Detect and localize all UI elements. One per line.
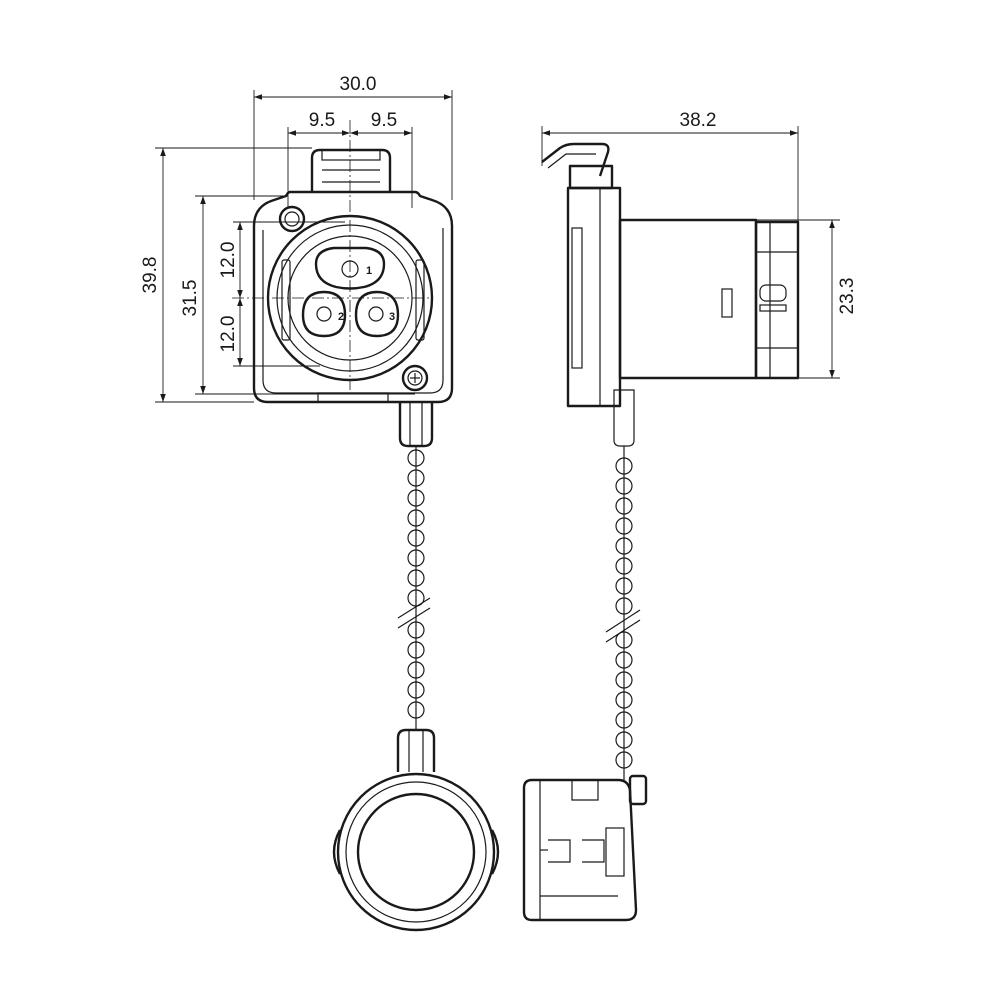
- side-view: [541, 142, 800, 408]
- dim-pin-offset-right: 9.5: [371, 110, 397, 131]
- dim-pin-spacing-upper: 12.0: [218, 242, 239, 279]
- side-dust-cap: [522, 774, 648, 922]
- pin-1-insert: [314, 246, 386, 290]
- pin-3-label: 3: [389, 311, 395, 323]
- dim-body-diameter: 23.3: [837, 278, 858, 315]
- front-dust-cap: [332, 728, 500, 932]
- front-flange-outline: [252, 190, 454, 404]
- side-dimensions: 38.2 23.3: [541, 110, 858, 379]
- pin-2-label: 2: [338, 311, 344, 323]
- dim-width-total: 30.0: [340, 74, 377, 95]
- side-body-slot: [721, 288, 733, 318]
- front-chain-beads: [407, 449, 425, 719]
- front-lanyard-chain: [397, 402, 434, 730]
- pin-2-insert: [301, 290, 347, 338]
- front-left-slot: [281, 259, 291, 341]
- side-flange: [566, 186, 622, 408]
- front-dimensions: 30.0 9.5 9.5 39.8 31.5 12.0 12.0: [140, 74, 453, 403]
- side-latch: [541, 142, 614, 190]
- front-bottom-notch: [317, 392, 389, 403]
- dim-pin-offset-left: 9.5: [309, 110, 335, 131]
- front-latch-tab: [310, 148, 392, 192]
- dim-height-total: 39.8: [140, 257, 161, 294]
- front-mount-screw-bottom-right: [401, 364, 429, 392]
- pin-1-label: 1: [366, 265, 372, 277]
- side-body: [618, 218, 758, 380]
- dim-pin-spacing-lower: 12.0: [218, 316, 239, 353]
- side-rear-clamp: [754, 220, 800, 380]
- side-chain-beads: [615, 457, 633, 769]
- front-mount-screw-top-left: [278, 205, 306, 233]
- front-view: 1 2 3: [232, 120, 454, 404]
- dim-side-depth: 38.2: [680, 110, 717, 131]
- pin-3-insert: [354, 290, 400, 338]
- side-lanyard-chain: [605, 389, 641, 780]
- dim-mount-height: 31.5: [180, 280, 201, 317]
